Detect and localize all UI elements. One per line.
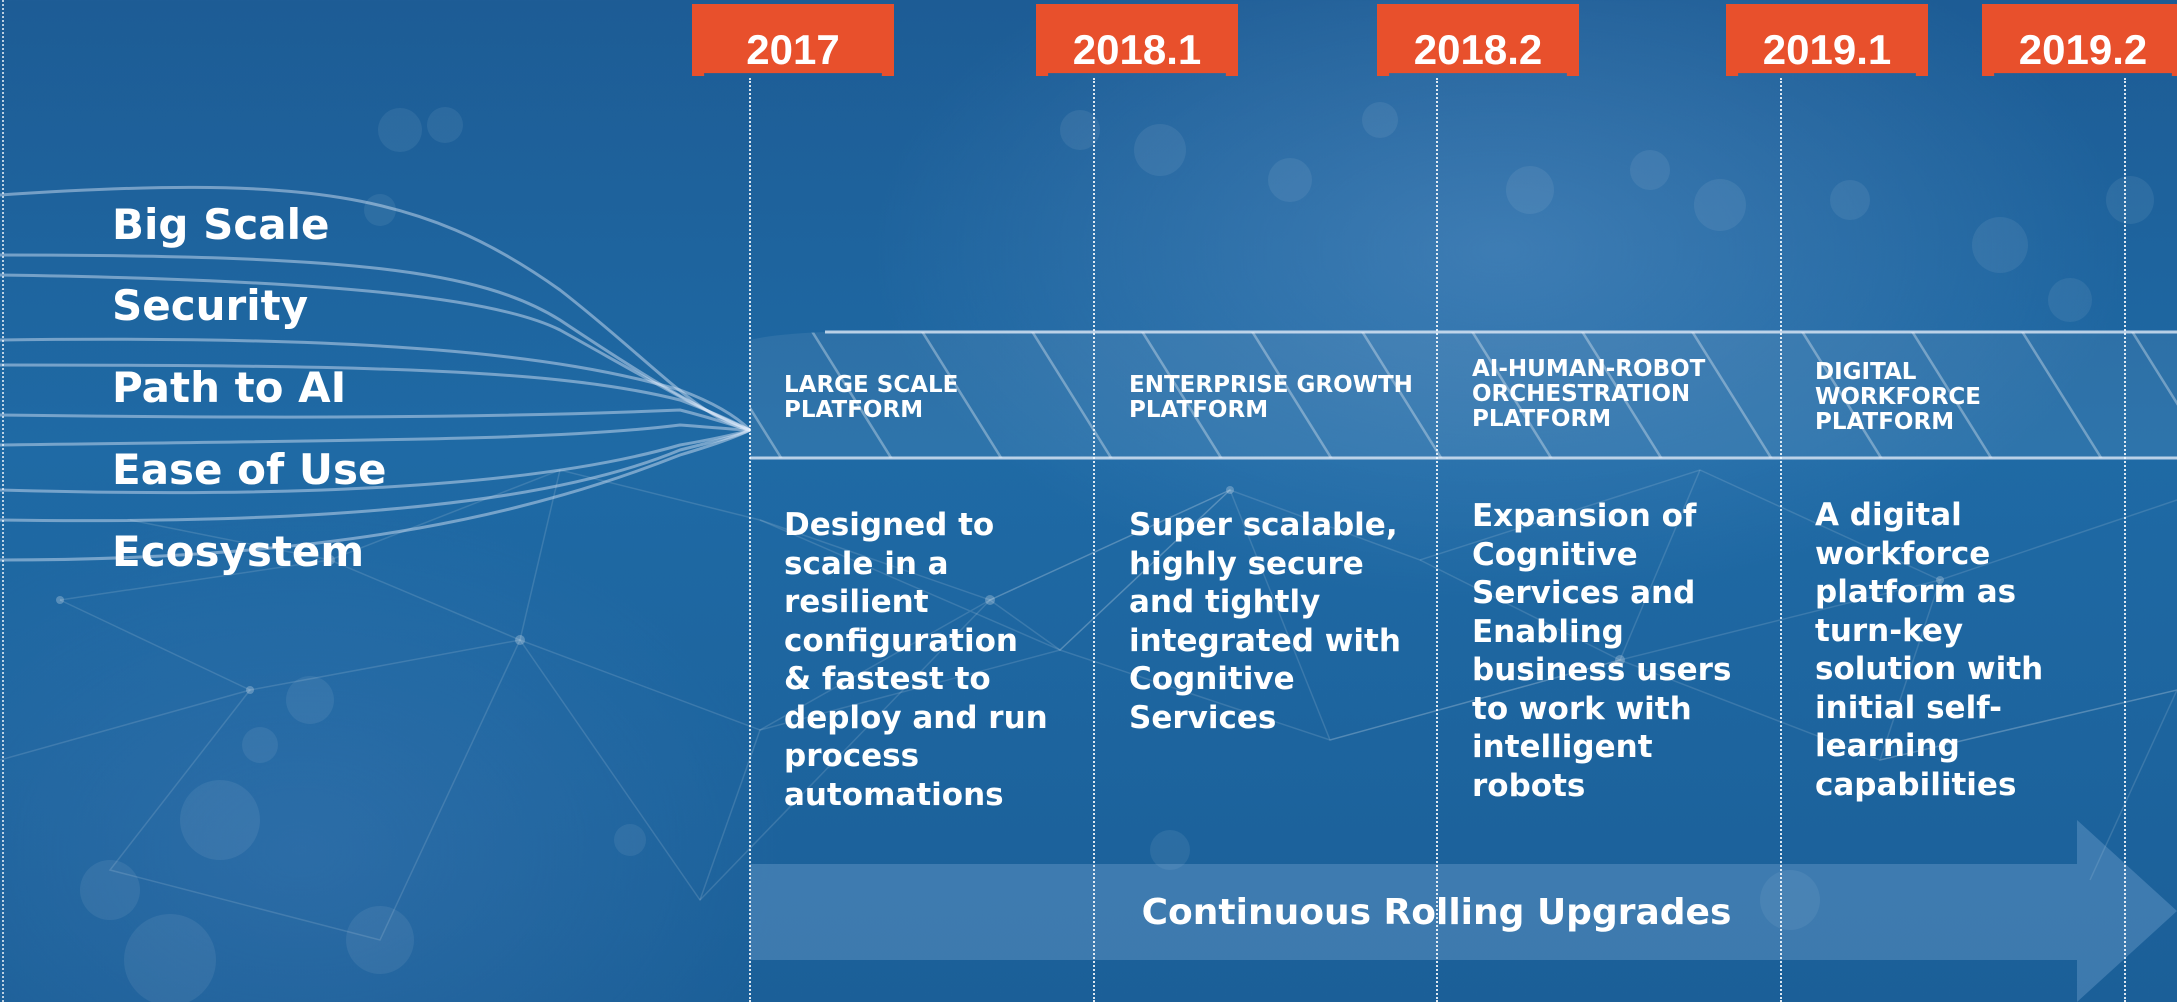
timeline-line-2018-2 — [1436, 78, 1438, 1002]
feature-label: Ease of Use — [112, 445, 387, 494]
timeline-line-2018-1 — [1093, 78, 1095, 1002]
feature-label: Security — [112, 281, 309, 330]
upgrade-arrow — [750, 820, 2177, 1002]
platform-name: AI-HUMAN-ROBOT ORCHESTRATION PLATFORM — [1472, 356, 1706, 432]
platform-description: Super scalable, highly secure and tightl… — [1129, 507, 1401, 736]
year-tag: 2018.2 — [1377, 4, 1579, 76]
timeline-line-2019-1 — [1780, 78, 1782, 1002]
feature-label: Big Scale — [112, 200, 330, 249]
platform-description: Designed to scale in a resilient configu… — [784, 507, 1048, 813]
platform-name: DIGITAL WORKFORCE PLATFORM — [1815, 359, 1982, 435]
year-tag: 2019.1 — [1726, 4, 1928, 76]
platform-name: LARGE SCALE PLATFORM — [784, 372, 959, 423]
year-tag: 2017 — [692, 4, 894, 76]
year-tag: 2018.1 — [1036, 4, 1238, 76]
left-edge-divider — [2, 0, 4, 1002]
feature-label: Ecosystem — [112, 527, 365, 576]
year-tag: 2019.2 — [1982, 4, 2177, 76]
timeline-line-2017 — [749, 78, 751, 1002]
platform-name: ENTERPRISE GROWTH PLATFORM — [1129, 372, 1413, 423]
platform-description: Expansion of Cognitive Services and Enab… — [1472, 498, 1732, 804]
platform-description: A digital workforce platform as turn-key… — [1815, 497, 2044, 803]
timeline-line-2019-2 — [2124, 78, 2126, 1002]
feature-label: Path to AI — [112, 363, 347, 412]
